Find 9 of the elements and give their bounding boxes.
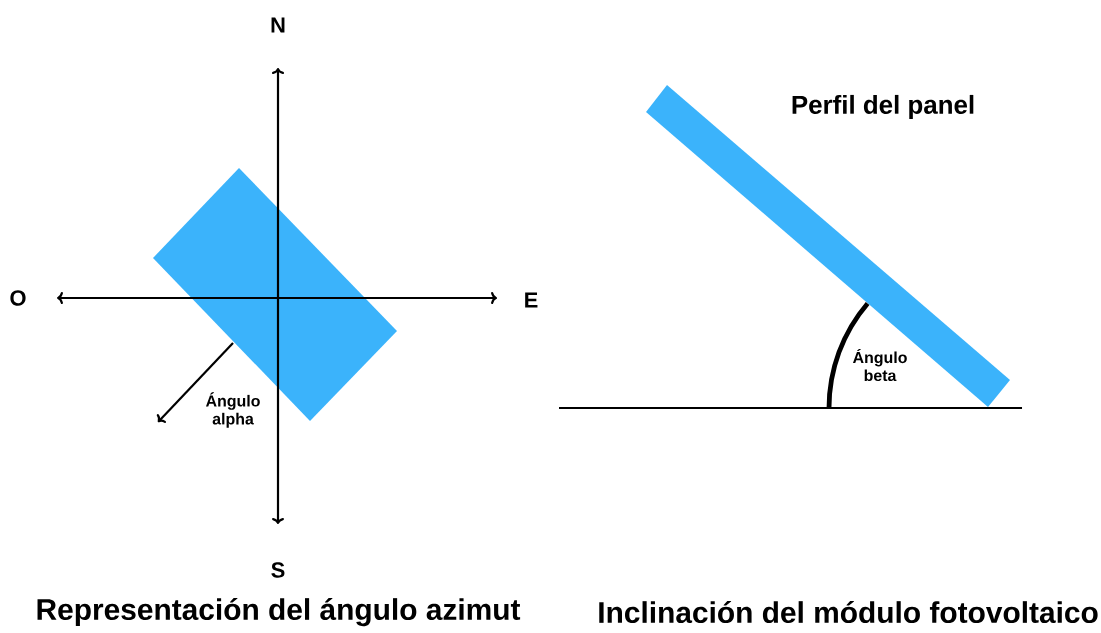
caption: Inclinación del módulo fotovoltaico	[599, 600, 1098, 624]
angle-label: Ángulo beta	[852, 348, 907, 382]
compass-label: E	[525, 292, 538, 308]
compass-label: S	[271, 562, 285, 578]
compass-label: N	[271, 17, 285, 33]
panel-label: Perfil del panel	[792, 94, 974, 120]
compass-label: O	[10, 290, 26, 306]
angle-label: Ángulo alpha	[205, 392, 260, 428]
caption: Representación del ángulo azimut	[37, 597, 521, 627]
